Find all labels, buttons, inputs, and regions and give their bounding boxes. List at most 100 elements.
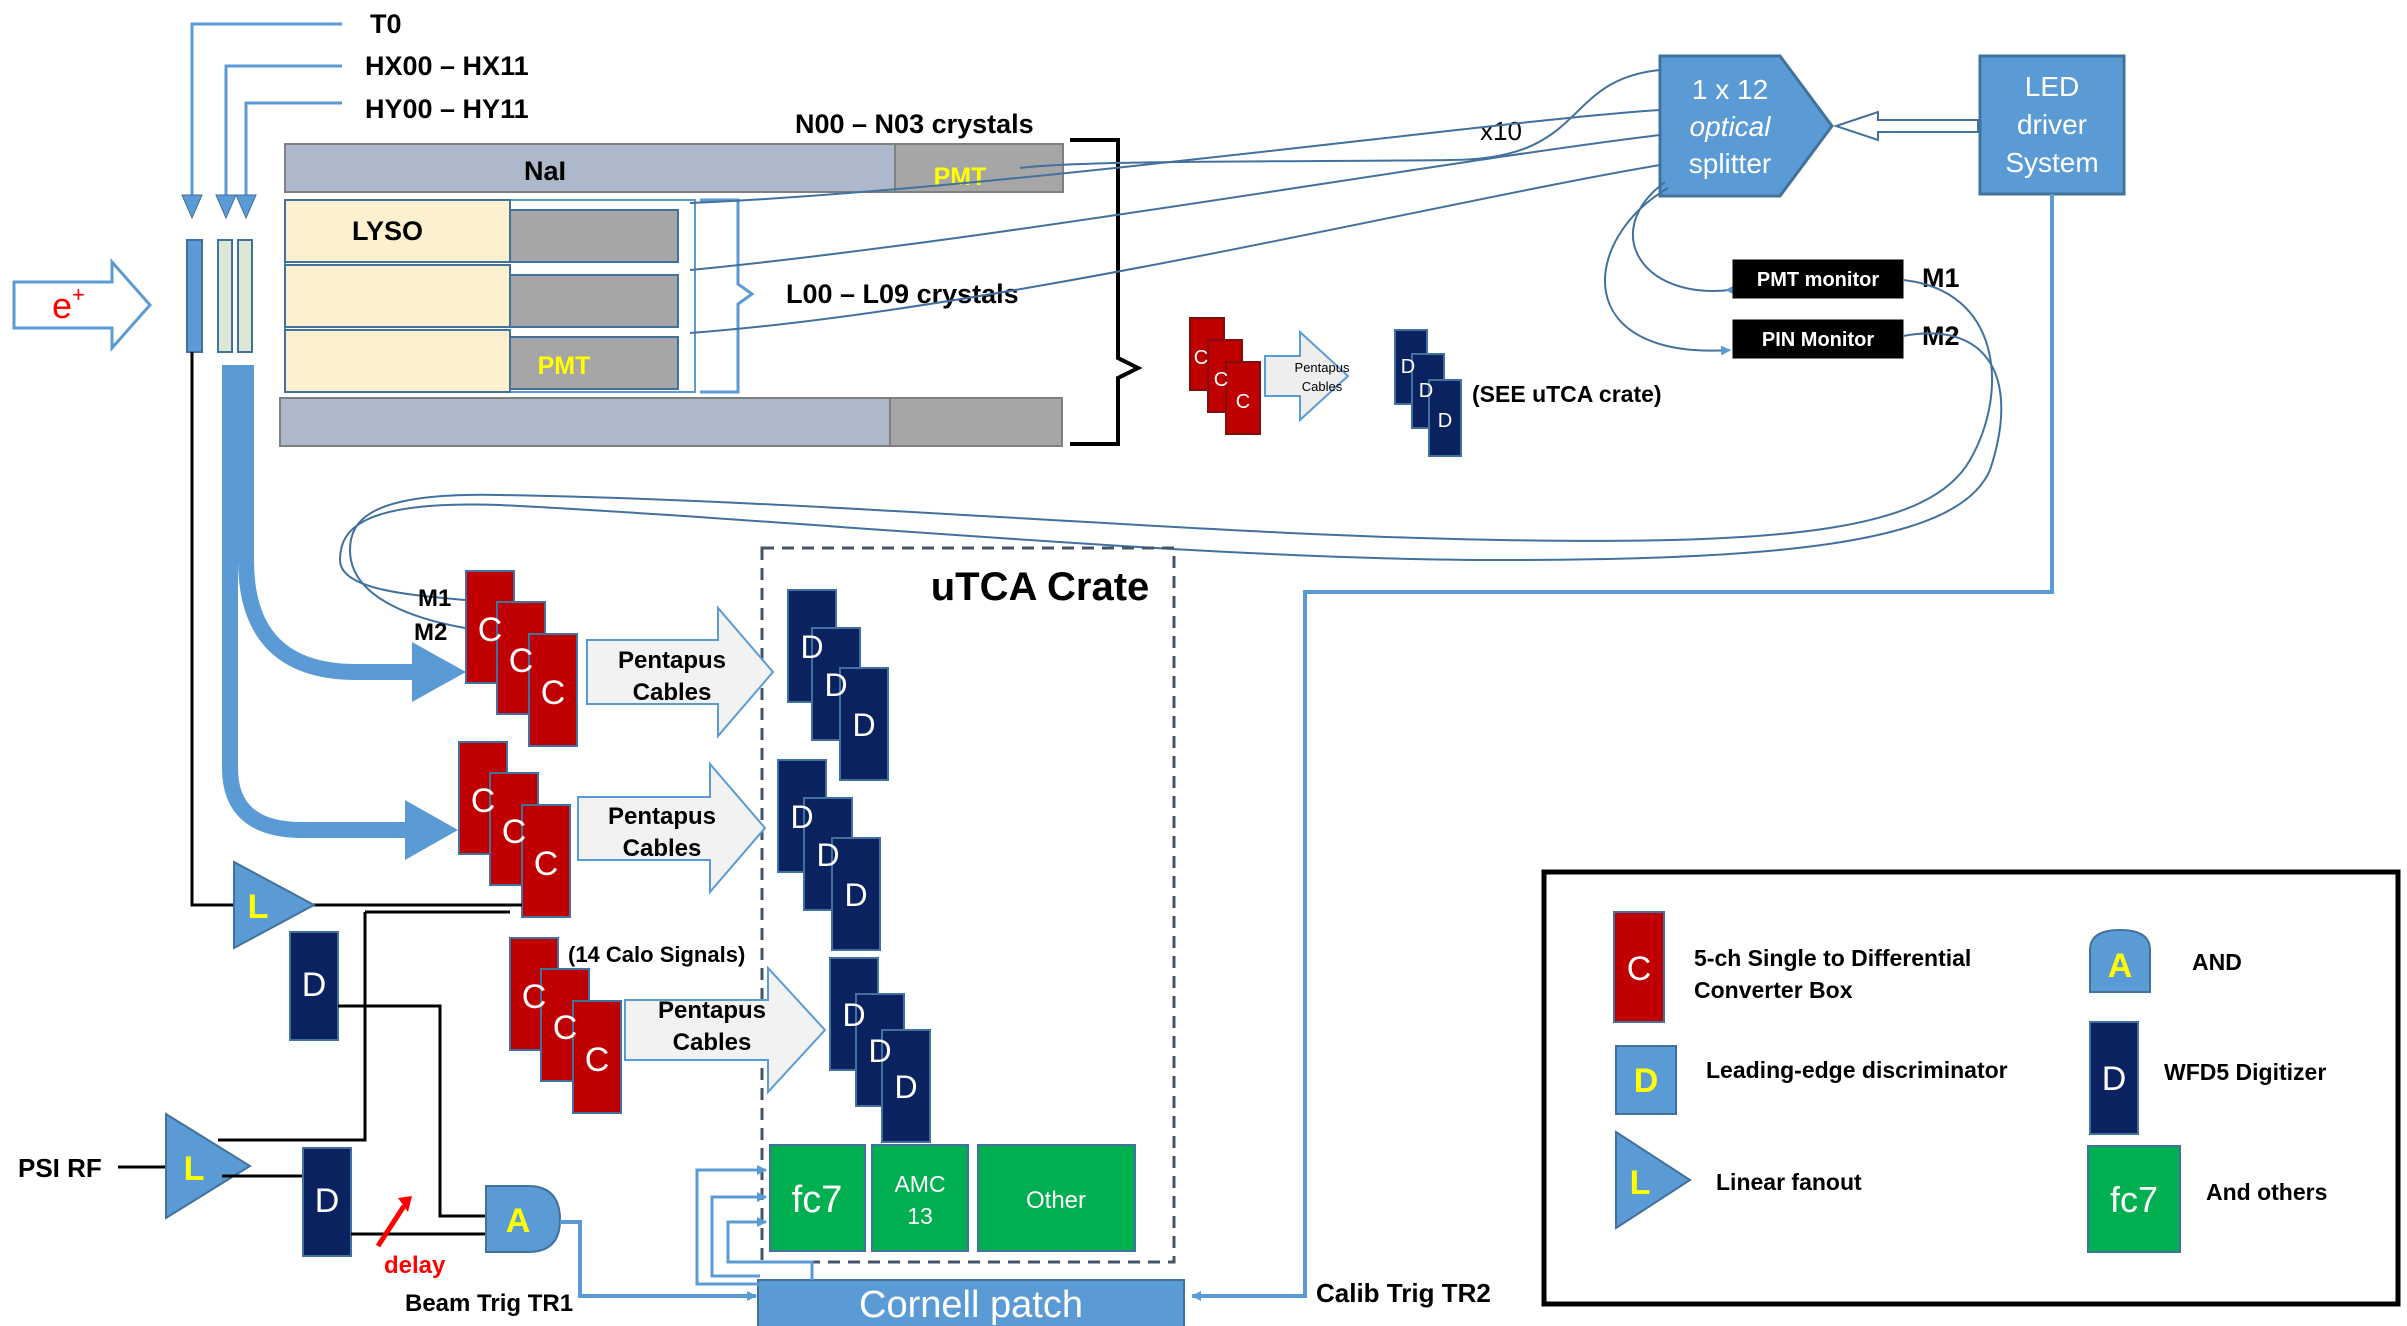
- fanout-bottom: [165, 1112, 252, 1220]
- legend-converter-line1: 5-ch Single to Differential: [1694, 945, 1971, 971]
- legend-and-swatch: [2089, 928, 2151, 993]
- pentapus-3-line2: Cables: [673, 1029, 752, 1056]
- digitizer-1b-letter: D: [824, 667, 847, 703]
- nai-bottom-pmt: [889, 397, 1063, 447]
- legend-digitizer-swatch: [2089, 1021, 2139, 1135]
- fiber-3: [689, 164, 1661, 334]
- lyso-brace: [700, 198, 755, 394]
- other-label: Other: [1026, 1187, 1086, 1214]
- discriminator-top-letter: D: [302, 966, 327, 1004]
- disc-top-to-and-wire: [338, 1004, 486, 1218]
- converter-1c: [528, 633, 578, 747]
- utca-crate-box: [760, 546, 1176, 1264]
- calib-trigger-line: [1191, 194, 2054, 1301]
- nai-top-bar: [284, 143, 896, 193]
- fiber-pmt-monitor: [1632, 181, 1735, 295]
- digitizer-2b-letter: D: [816, 837, 839, 873]
- legend-discriminator-letter: D: [1634, 1062, 1659, 1100]
- top-digitizer-letter-3: D: [1438, 410, 1452, 432]
- converter-3c-letter: C: [585, 1041, 610, 1079]
- legend-and-label: AND: [2192, 949, 2242, 975]
- hx-arrowhead: [215, 194, 237, 220]
- converter-2b-letter: C: [502, 813, 527, 851]
- pin-monitor-box: [1732, 319, 1904, 359]
- splitter-line2: optical: [1690, 111, 1772, 142]
- delay-arrow-shaft: [375, 1204, 407, 1248]
- signal-path-1: [238, 365, 412, 680]
- digitizer-3c-letter: D: [894, 1069, 917, 1105]
- pentapus-1-line1: Pentapus: [618, 647, 726, 674]
- pentapus-arrow-3: [624, 965, 827, 1095]
- fanout-bottom-letter: L: [184, 1150, 205, 1188]
- top-converter-letter-3: C: [1236, 391, 1250, 413]
- legend-others-label: And others: [2206, 1179, 2327, 1205]
- lyso-pmt-1: [509, 209, 679, 263]
- lyso-crystal-3: [284, 329, 511, 393]
- beam-trig-label: Beam Trig TR1: [405, 1290, 573, 1317]
- converter-1b-letter: C: [509, 642, 534, 680]
- fc7-card: [769, 1144, 866, 1252]
- t0-line: [190, 22, 342, 195]
- splitter-line3: splitter: [1689, 148, 1771, 179]
- pmt-monitor-label: PMT monitor: [1757, 269, 1879, 291]
- hy-counter: [237, 239, 253, 353]
- led-driver-line2: driver: [2017, 109, 2087, 140]
- top-converter-3: [1225, 361, 1261, 435]
- psi-rf-label: PSI RF: [18, 1153, 102, 1183]
- converter-2a-letter: C: [471, 782, 496, 820]
- led-driver-box: [1978, 54, 2126, 196]
- calorimeter: NaI PMT N00 – N03 crystals LYSO PMT L00 …: [279, 109, 1143, 447]
- legend-and-letter: A: [2108, 947, 2133, 985]
- m1-cable: [338, 332, 2003, 601]
- digitizer-3a-letter: D: [842, 997, 865, 1033]
- led-driver-line1: LED: [2025, 71, 2079, 102]
- lyso-crystal-1: [284, 199, 511, 263]
- pentapus-1-line2: Cables: [633, 679, 712, 706]
- legend-digitizer-label: WFD5 Digitizer: [2164, 1059, 2326, 1085]
- positron-label: e+: [52, 282, 85, 326]
- converter-3b-letter: C: [553, 1009, 578, 1047]
- top-converter-letter-1: C: [1194, 347, 1208, 369]
- lyso-label: LYSO: [352, 216, 423, 246]
- digitizer-1c-letter: D: [852, 707, 875, 743]
- legend-converter-swatch: [1613, 911, 1665, 1023]
- fiber-x10: [1019, 69, 1661, 169]
- cornell-to-fc7-link-2: [710, 1192, 767, 1278]
- legend-converter-line2: Converter Box: [1694, 977, 1853, 1003]
- digitizer-3c: [881, 1029, 931, 1143]
- fc7-label: fc7: [792, 1179, 843, 1221]
- readout-brace: [1070, 138, 1143, 446]
- fiber-pin-monitor: [1603, 187, 1731, 356]
- converter-2c-letter: C: [534, 845, 559, 883]
- hx-counter: [217, 239, 233, 353]
- hy-label: HY00 – HY11: [365, 94, 529, 124]
- discriminator-bottom-letter: D: [315, 1182, 340, 1220]
- and-gate-letter: A: [506, 1202, 531, 1240]
- x10-label: x10: [1480, 116, 1522, 146]
- utca-crate-title: uTCA Crate: [931, 565, 1150, 609]
- signal-path-2: [222, 365, 405, 838]
- top-digitizer-letter-2: D: [1419, 380, 1433, 402]
- splitter-line1: 1 x 12: [1692, 74, 1768, 105]
- top-digitizer-3: [1428, 379, 1462, 457]
- lyso-crystal-2: [284, 264, 511, 328]
- optical-splitter: [1658, 54, 1834, 198]
- lyso-crystals-label: L00 – L09 crystals: [786, 279, 1019, 309]
- main-readout: C C C M1 M2 Pentapus Cables D D D C C C …: [222, 365, 931, 1143]
- legend: C 5-ch Single to Differential Converter …: [1541, 869, 2401, 1307]
- driver-to-splitter-arrow: [1832, 110, 1979, 142]
- lyso-pmt-3: [509, 336, 679, 390]
- top-pentapus-arrow: [1264, 329, 1350, 423]
- digitizer-2c: [831, 837, 881, 951]
- converter-3a-letter: C: [522, 978, 547, 1016]
- trigger-logic: L D PSI RF L D delay A Beam Trig TR1: [18, 352, 757, 1317]
- legend-fanout-label: Linear fanout: [1716, 1169, 1862, 1195]
- nai-crystals-label: N00 – N03 crystals: [795, 109, 1034, 139]
- pentapus-2-line2: Cables: [623, 835, 702, 862]
- t0-counter: [186, 239, 203, 353]
- digitizer-1a-letter: D: [800, 629, 823, 665]
- fanout-top: [233, 860, 317, 950]
- legend-box: [1541, 869, 2401, 1307]
- legend-fanout-swatch: [1615, 1130, 1692, 1230]
